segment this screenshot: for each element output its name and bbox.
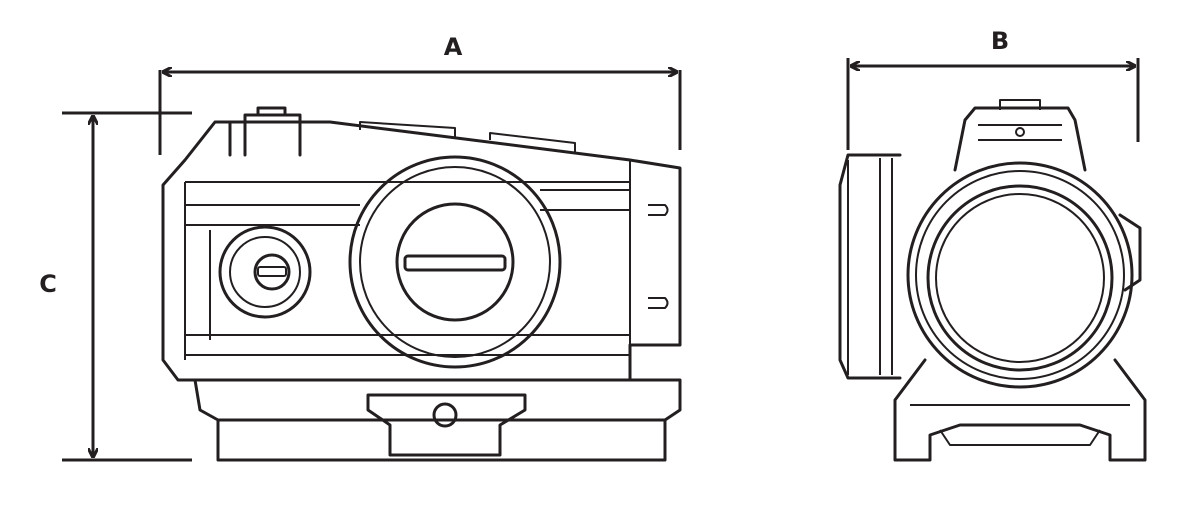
front-mount-rail	[910, 404, 1130, 446]
dimension-c: C	[39, 111, 192, 462]
front-lens-inner	[935, 193, 1105, 363]
side-windage-turret-ring	[359, 166, 551, 358]
front-side-housing	[838, 153, 902, 380]
dimension-a: A	[158, 33, 682, 155]
side-body-outline	[161, 120, 682, 382]
front-top-rails	[978, 99, 1062, 141]
side-mount-base	[193, 378, 682, 462]
side-view	[161, 106, 682, 462]
front-lens	[926, 184, 1114, 372]
dimension-b: B	[846, 27, 1140, 150]
dimension-label-b: B	[991, 27, 1009, 55]
side-brightness-cap	[253, 253, 291, 291]
side-rear-slots	[648, 204, 669, 309]
front-top-housing	[953, 106, 1087, 172]
front-top-screw	[1015, 127, 1025, 137]
dimension-label-a: A	[444, 33, 463, 61]
front-view	[838, 99, 1147, 462]
side-windage-turret	[348, 155, 562, 369]
dimension-label-c: C	[39, 270, 57, 298]
side-mount-clamp	[366, 393, 527, 457]
side-adjustment-slot	[403, 254, 507, 272]
side-top-turret	[228, 106, 302, 157]
side-brightness-knob	[218, 225, 312, 319]
side-brightness-slot	[257, 266, 287, 277]
side-body-lines	[184, 160, 631, 360]
front-side-housing-lines	[847, 158, 893, 375]
side-mount-screw	[432, 402, 458, 428]
side-top-rails	[359, 121, 576, 152]
side-brightness-knob-ring	[229, 236, 301, 308]
front-bezel-ring	[915, 170, 1125, 380]
front-outer-ring	[906, 161, 1134, 389]
side-adjustment-cap	[395, 202, 515, 322]
front-mount-base	[893, 358, 1147, 462]
